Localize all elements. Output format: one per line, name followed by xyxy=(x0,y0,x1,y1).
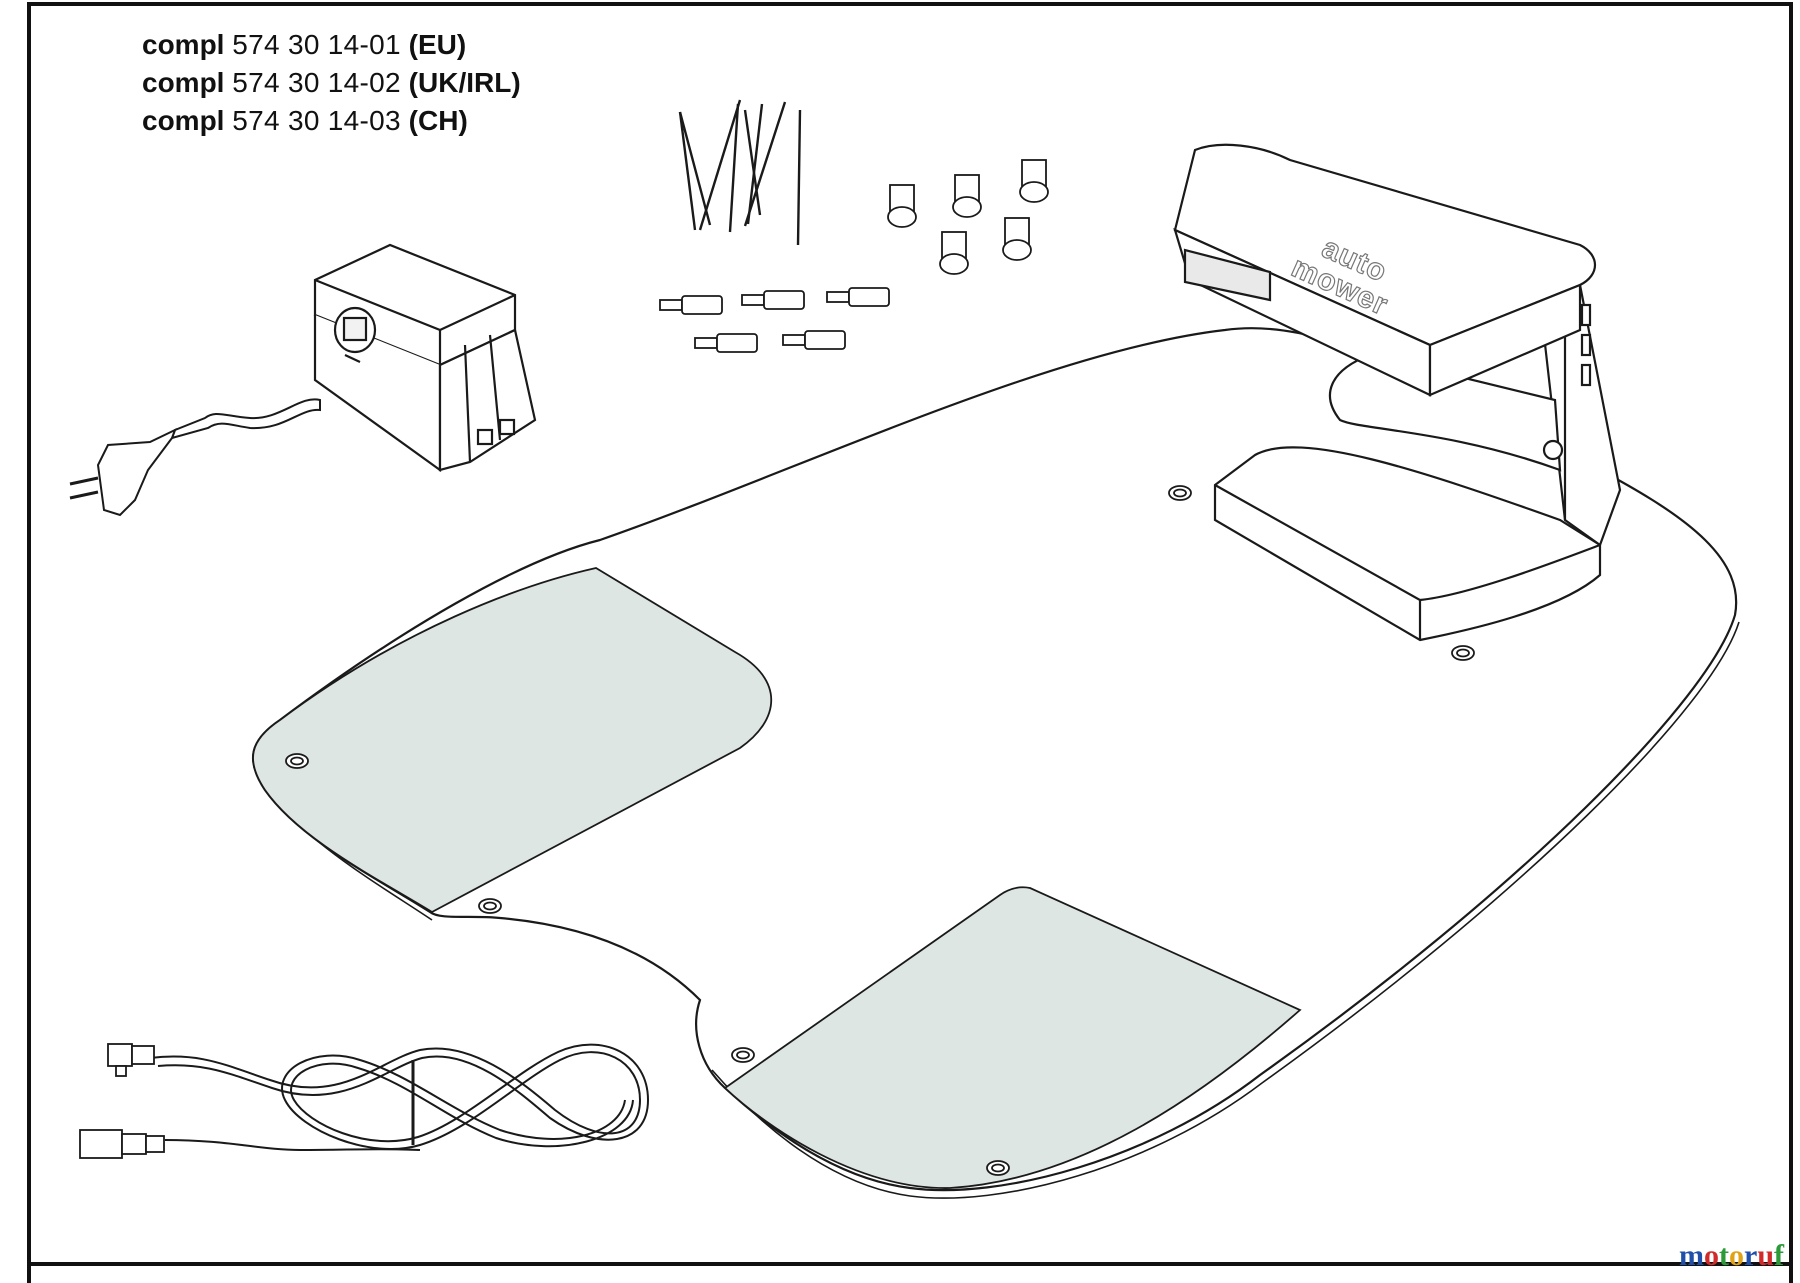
power-supply xyxy=(313,243,537,473)
watermark-letter: f xyxy=(1774,1239,1784,1272)
parts-prefix: compl xyxy=(142,67,225,98)
parts-list: compl 574 30 14-01 (EU) compl 574 30 14-… xyxy=(142,26,521,140)
part-number: 574 30 14-03 xyxy=(232,105,401,136)
part-number: 574 30 14-02 xyxy=(232,67,401,98)
watermark-letter: o xyxy=(1703,1239,1719,1272)
part-number: 574 30 14-01 xyxy=(232,29,401,60)
wheel-pad-left xyxy=(252,567,772,914)
watermark-letter: u xyxy=(1757,1239,1774,1272)
part-variant: (CH) xyxy=(408,105,468,136)
power-plug-cable xyxy=(69,398,321,517)
parts-line-eu: compl 574 30 14-01 (EU) xyxy=(142,26,521,64)
watermark-letter: m xyxy=(1678,1239,1704,1272)
motoruf-watermark: motoruf xyxy=(1679,1239,1784,1273)
watermark-letter: r xyxy=(1743,1239,1758,1272)
parts-line-uk-irl: compl 574 30 14-02 (UK/IRL) xyxy=(142,64,521,102)
plate-holes xyxy=(285,485,1475,1176)
charging-station xyxy=(1173,143,1622,642)
watermark-letter: o xyxy=(1728,1239,1744,1272)
parts-prefix: compl xyxy=(142,105,225,136)
wire-clips xyxy=(887,159,1049,275)
parts-prefix: compl xyxy=(142,29,225,60)
part-variant: (EU) xyxy=(408,29,467,60)
cable-connector-bottom xyxy=(79,1129,165,1159)
cable-connector-top xyxy=(107,1043,155,1077)
wire-connectors xyxy=(659,287,890,353)
page-border xyxy=(27,2,1793,1283)
part-variant: (UK/IRL) xyxy=(408,67,521,98)
wheel-pad-right xyxy=(723,886,1302,1189)
low-voltage-cable xyxy=(149,1043,650,1152)
watermark-letter: t xyxy=(1718,1239,1729,1272)
parts-line-ch: compl 574 30 14-03 (CH) xyxy=(142,102,521,140)
stake-pegs xyxy=(678,99,802,246)
